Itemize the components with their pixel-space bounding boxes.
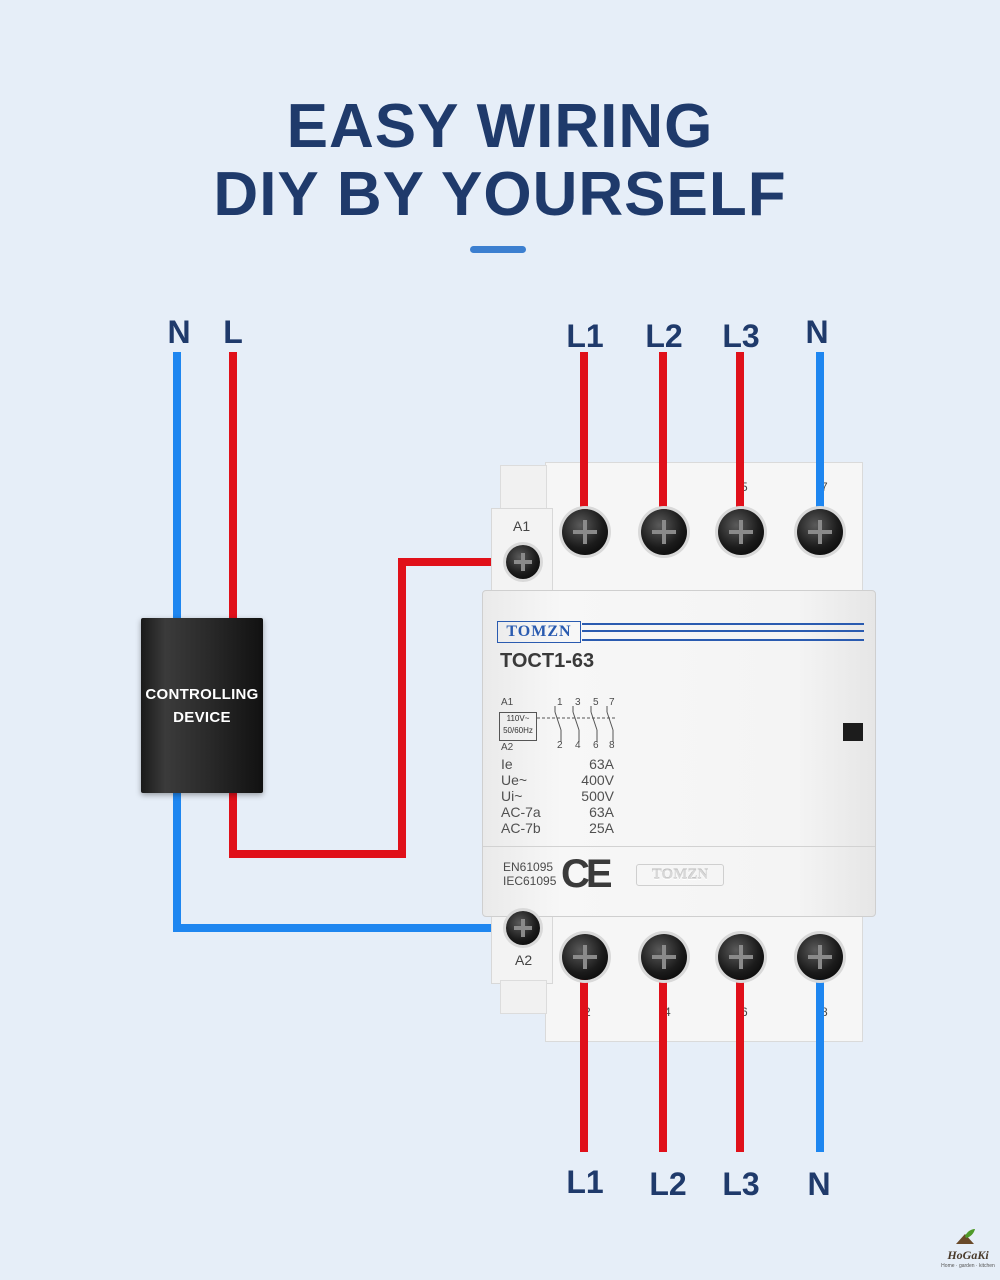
contact-num-7: 7 (609, 697, 615, 708)
terminal-mark-5: 5 (741, 480, 748, 494)
control-neutral-wire-to-a2 (173, 924, 521, 932)
brand-stripes (582, 623, 864, 641)
rating-key: Ie (501, 756, 513, 772)
bottom-l1-wire (580, 956, 588, 1152)
bottom-n-wire (816, 956, 824, 1152)
contact-num-5: 5 (593, 697, 599, 708)
control-neutral-label: N (167, 314, 191, 350)
rating-value: 500V (581, 788, 614, 804)
rating-key: Ui~ (501, 788, 523, 804)
terminal-mark-4: 4 (664, 1005, 671, 1019)
top-n-wire (816, 352, 824, 532)
terminal-mark-7: 7 (821, 480, 828, 494)
leaf-house-icon (956, 1229, 975, 1244)
contact-num-6: 6 (593, 740, 599, 751)
contact-schematic (537, 706, 617, 742)
standards-text: EN61095 IEC61095 (503, 860, 556, 888)
rating-row: Ue~ 400V (501, 772, 614, 788)
title-accent-bar (470, 246, 526, 253)
control-live-label: L (223, 314, 243, 350)
control-neutral-wire-upper (173, 352, 181, 620)
rating-value: 63A (589, 756, 614, 772)
hogaki-watermark: HoGaKi Home · garden · kitchen (938, 1228, 998, 1278)
top-l3-label: L3 (722, 318, 760, 354)
bottom-l1-label: L1 (566, 1164, 604, 1200)
bottom-screw-4-icon (641, 934, 687, 980)
a1-terminal-label: A1 (513, 518, 531, 534)
face-divider (483, 846, 875, 847)
top-screw-5-icon (718, 509, 764, 555)
rating-row: AC-7a 63A (501, 804, 614, 820)
terminal-mark-6: 6 (741, 1005, 748, 1019)
bottom-l3-wire (736, 956, 744, 1152)
control-live-wire-bottom (229, 850, 406, 858)
bottom-screw-8-icon (797, 934, 843, 980)
device-label-line-1: CONTROLLING (145, 685, 259, 703)
a2-screw-icon (506, 911, 540, 945)
top-screw-7-icon (797, 509, 843, 555)
headline-line-1: EASY WIRING (286, 92, 714, 161)
model-number: TOCT1-63 (500, 650, 595, 672)
watermark-name: HoGaKi (947, 1248, 989, 1262)
status-indicator-window (843, 723, 863, 741)
control-neutral-wire-down (173, 793, 181, 931)
control-live-wire-to-a1 (398, 558, 520, 566)
top-screw-3-icon (641, 509, 687, 555)
bottom-l3-label: L3 (722, 1166, 760, 1202)
ce-mark: CE (561, 852, 613, 896)
contactor-front-face (482, 590, 876, 917)
top-l3-wire (736, 352, 744, 532)
contact-num-2: 2 (557, 740, 563, 751)
standard-iec: IEC61095 (503, 874, 557, 888)
terminal-mark-8: 8 (821, 1005, 828, 1019)
rating-key: AC-7a (501, 804, 541, 820)
rating-key: AC-7b (501, 820, 541, 836)
device-label-line-2: DEVICE (173, 708, 231, 726)
coil-symbol: 110V~ 50/60Hz (499, 712, 537, 741)
coil-frequency: 50/60Hz (503, 726, 533, 735)
a1-screw-icon (506, 545, 540, 579)
rating-key: Ue~ (501, 772, 528, 788)
a2-terminal-label: A2 (515, 952, 533, 968)
contact-num-3: 3 (575, 697, 581, 708)
bottom-screw-2-icon (562, 934, 608, 980)
bottom-n-label: N (807, 1166, 831, 1202)
bottom-l2-label: L2 (649, 1166, 687, 1202)
rating-value: 25A (589, 820, 614, 836)
controlling-device: CONTROLLING DEVICE (141, 618, 263, 793)
rating-row: AC-7b 25A (501, 820, 614, 836)
top-l2-label: L2 (645, 318, 683, 354)
bottom-screw-6-icon (718, 934, 764, 980)
schematic-a1-label: A1 (501, 697, 514, 708)
contact-num-8: 8 (609, 740, 615, 751)
control-live-wire-down (229, 793, 237, 857)
contact-num-4: 4 (575, 740, 581, 751)
brand-logo: TOMZN (497, 621, 581, 643)
bottom-l2-wire (659, 956, 667, 1152)
top-l1-label: L1 (566, 318, 604, 354)
embossed-brand: TOMZN (636, 864, 724, 886)
schematic-a2-label: A2 (501, 742, 514, 753)
contact-num-1: 1 (557, 697, 563, 708)
top-n-label: N (805, 314, 829, 350)
rating-row: Ui~ 500V (501, 788, 614, 804)
top-l1-wire (580, 352, 588, 532)
top-l2-wire (659, 352, 667, 532)
coil-voltage: 110V~ (506, 714, 530, 723)
standard-en: EN61095 (503, 860, 554, 874)
top-screw-1-icon (562, 509, 608, 555)
rating-row: Ie 63A (501, 756, 614, 772)
headline-line-2: DIY BY YOURSELF (213, 160, 787, 229)
watermark-tagline: Home · garden · kitchen (941, 1263, 995, 1269)
contactor-top-cap (500, 465, 547, 512)
control-live-wire-riser (398, 558, 406, 858)
contactor-bottom-cap (500, 980, 547, 1014)
rating-value: 63A (589, 804, 614, 820)
rating-value: 400V (581, 772, 614, 788)
control-live-wire-upper (229, 352, 237, 620)
